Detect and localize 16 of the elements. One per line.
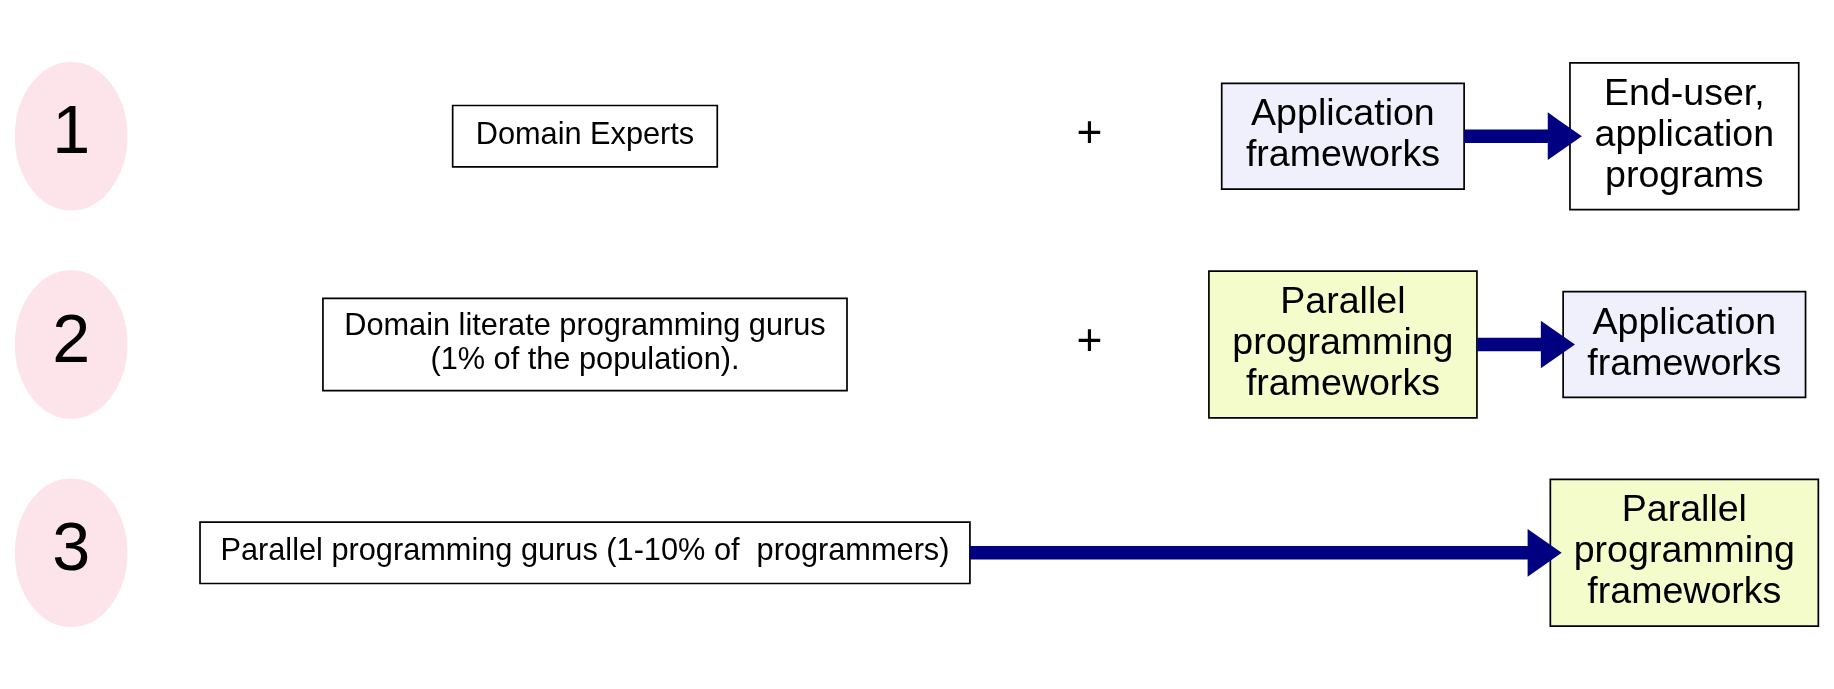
node-box: Domain Experts — [451, 104, 719, 168]
node-box: Parallel programming frameworks — [1208, 270, 1478, 419]
node-box: Domain literate programming gurus (1% of the population). — [322, 297, 848, 392]
node-ellipse: 1 — [14, 61, 128, 211]
arrow — [1477, 320, 1575, 369]
node-ellipse: 3 — [14, 478, 128, 628]
node-ellipse: 2 — [14, 270, 128, 419]
node-box: Application frameworks — [1562, 290, 1807, 399]
node-box: Application frameworks — [1220, 82, 1465, 190]
label: + — [1076, 106, 1103, 156]
arrow — [970, 528, 1562, 577]
node-box: Parallel programming frameworks — [1549, 478, 1820, 628]
arrow — [1464, 112, 1582, 161]
label: + — [1076, 315, 1103, 365]
node-box: Parallel programming gurus (1-10% of programmers) — [199, 521, 971, 585]
node-box: End-user, application programs — [1569, 61, 1800, 211]
